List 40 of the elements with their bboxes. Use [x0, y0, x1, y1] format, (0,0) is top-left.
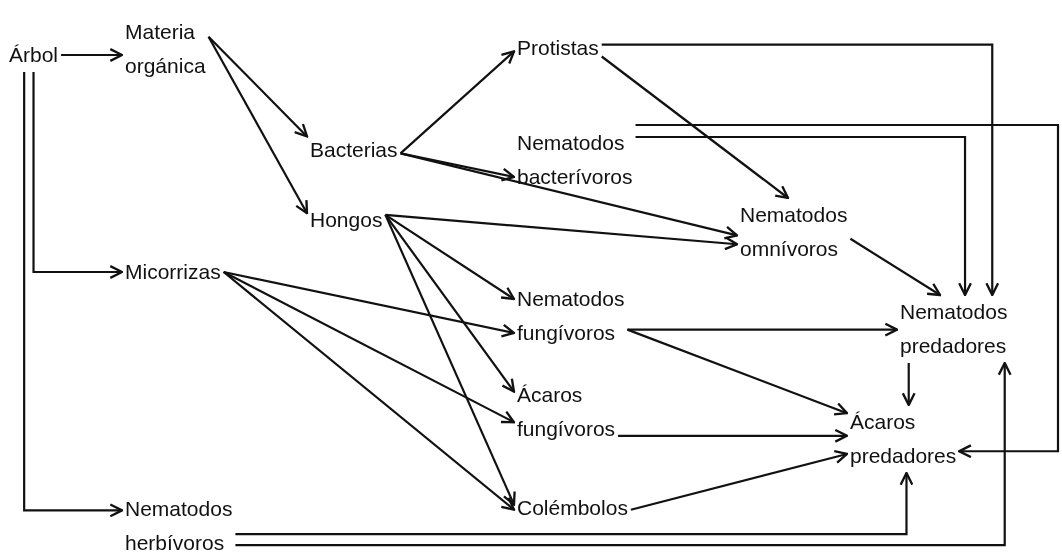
- species-label: Protistas: [514, 31, 602, 65]
- arrow: [384, 214, 516, 301]
- species-label: Nematodos herbívoros: [122, 492, 236, 560]
- species-label: Hongos: [307, 203, 386, 237]
- arrow: [223, 271, 516, 424]
- arrow: [901, 363, 916, 407]
- arrow: [207, 36, 309, 138]
- arrow: [384, 214, 516, 393]
- arrow: [627, 322, 899, 337]
- arrow: [635, 123, 1060, 459]
- species-label: Nematodos omnívoros: [737, 198, 851, 266]
- arrow: [399, 50, 516, 155]
- species-label: Nematodos fungívoros: [514, 282, 628, 350]
- arrow: [235, 471, 914, 536]
- arrow: [207, 36, 309, 215]
- arrow: [849, 237, 942, 297]
- arrow: [630, 450, 849, 511]
- arrow: [601, 55, 790, 200]
- species-label: Nematodos bacterívoros: [514, 126, 636, 194]
- arrow: [223, 270, 516, 338]
- arrow: [23, 72, 124, 518]
- arrow: [385, 213, 739, 251]
- species-label: Árbol: [6, 38, 62, 72]
- species-label: Materia orgánica: [122, 15, 209, 83]
- arrow: [635, 135, 973, 297]
- arrow: [618, 428, 849, 443]
- species-label: Ácaros predadores: [847, 405, 960, 473]
- arrow: [601, 43, 1000, 297]
- species-label: Micorrizas: [122, 255, 224, 289]
- species-label: Ácaros fungívoros: [514, 378, 619, 446]
- species-label: Colémbolos: [514, 491, 631, 525]
- arrow: [384, 214, 516, 506]
- arrow: [222, 271, 516, 511]
- arrow: [235, 361, 1012, 547]
- arrow: [400, 152, 739, 240]
- species-label: Nematodos predadores: [897, 295, 1011, 363]
- arrow: [61, 48, 124, 62]
- arrow: [627, 328, 849, 416]
- species-label: Bacterias: [307, 133, 401, 167]
- arrow: [32, 72, 124, 279]
